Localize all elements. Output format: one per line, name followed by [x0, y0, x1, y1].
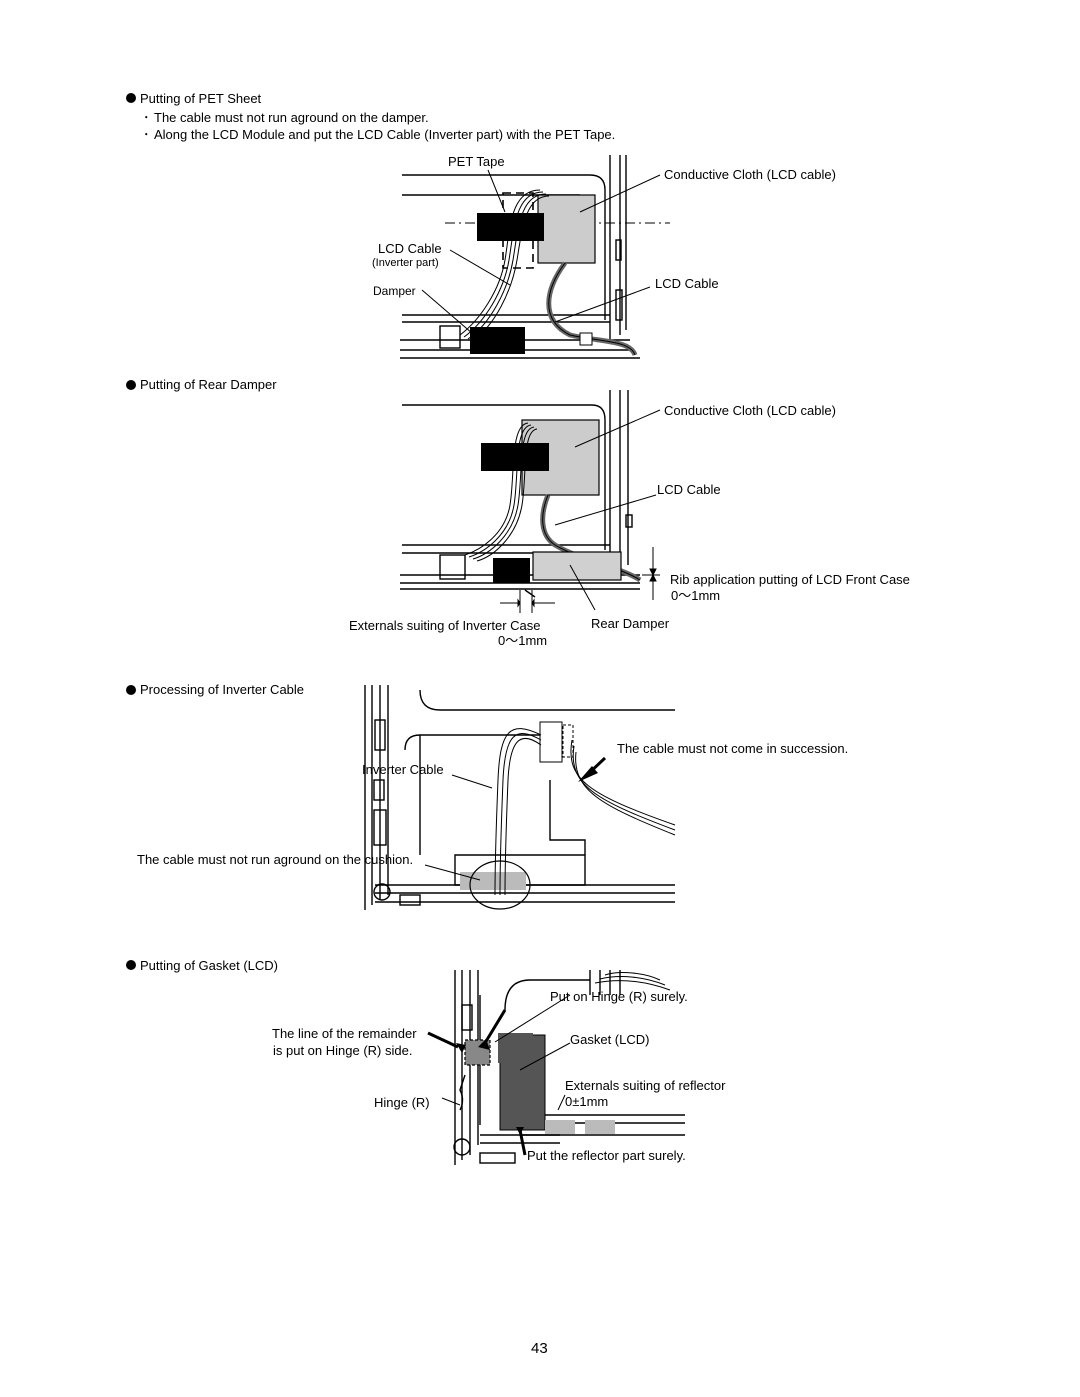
label-remainder-line1: The line of the remainder — [272, 1026, 417, 1041]
label-pet-tape: PET Tape — [448, 154, 505, 169]
section-bullet-4 — [126, 960, 136, 970]
label-reflector-surely: Put the reflector part surely. — [527, 1148, 686, 1163]
label-rear-damper: Rear Damper — [591, 616, 670, 631]
label-conductive-cloth-2: Conductive Cloth (LCD cable) — [664, 403, 836, 418]
label-remainder-line2: is put on Hinge (R) side. — [273, 1043, 413, 1058]
label-externals-reflector: Externals suiting of reflector — [565, 1078, 726, 1093]
page-number: 43 — [531, 1340, 548, 1357]
label-hinge-surely: Put on Hinge (R) surely. — [550, 989, 688, 1004]
label-reflector-tolerance: 0±1mm — [565, 1094, 609, 1109]
label-lcd-cable-inverter: LCD Cable — [378, 241, 442, 256]
label-inverter-tolerance: 0～1mm — [498, 633, 548, 648]
label-gasket-lcd: Gasket (LCD) — [570, 1032, 650, 1047]
note-cable-cushion: The cable must not run aground on the cu… — [137, 852, 414, 867]
label-externals-inverter: Externals suiting of Inverter Case — [349, 618, 541, 633]
label-conductive-cloth-1: Conductive Cloth (LCD cable) — [664, 167, 836, 182]
pet-sheet-diagram — [400, 155, 670, 359]
section-heading-pet-sheet: Putting of PET Sheet — [140, 91, 262, 106]
label-lcd-cable-2: LCD Cable — [657, 482, 721, 497]
section-bullet-2 — [126, 380, 136, 390]
gasket-diagram — [427, 970, 685, 1165]
note-pet-tape: Along the LCD Module and put the LCD Cab… — [154, 127, 616, 142]
section-heading-inverter-cable: Processing of Inverter Cable — [140, 682, 305, 697]
inverter-cable-diagram — [364, 685, 676, 910]
note-bullet-2: ･ — [143, 127, 150, 142]
rear-damper-diagram — [400, 390, 661, 613]
note-damper: The cable must not run aground on the da… — [154, 110, 429, 125]
section-heading-rear-damper: Putting of Rear Damper — [140, 377, 277, 392]
label-rib-tolerance: 0～1mm — [671, 588, 721, 603]
section-heading-gasket: Putting of Gasket (LCD) — [140, 958, 278, 973]
label-hinge-r: Hinge (R) — [374, 1095, 430, 1110]
note-bullet-1: ･ — [143, 110, 150, 125]
label-rib-application: Rib application putting of LCD Front Cas… — [670, 572, 910, 587]
section-bullet-1 — [126, 93, 136, 103]
label-inverter-cable: Inverter Cable — [362, 762, 444, 777]
label-lcd-cable-1: LCD Cable — [655, 276, 719, 291]
note-cable-succession: The cable must not come in succession. — [617, 741, 849, 756]
label-inverter-part: (Inverter part) — [372, 257, 439, 269]
section-bullet-3 — [126, 685, 136, 695]
label-damper: Damper — [373, 284, 416, 298]
